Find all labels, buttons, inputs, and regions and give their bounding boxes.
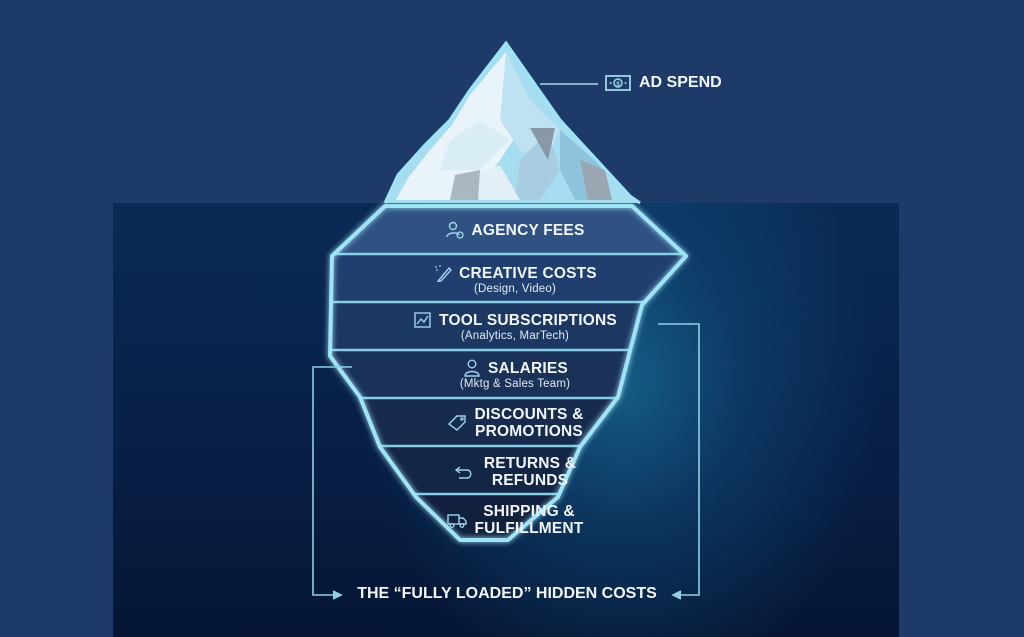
svg-text:$: $: [616, 82, 620, 88]
iceberg-body-outline: [328, 204, 688, 542]
layer-title: TOOL SUBSCRIPTIONS: [439, 311, 617, 329]
ad-spend-label: AD SPEND: [639, 74, 722, 91]
layer-agency-fees: AGENCY FEES: [390, 221, 640, 239]
layer-title: CREATIVE COSTS: [459, 264, 597, 282]
magic-pencil-icon: [433, 264, 453, 283]
layer-title-line2: FULFILLMENT: [474, 520, 584, 537]
layer-title-line2: REFUNDS: [491, 472, 569, 489]
iceberg-tip: [383, 40, 641, 205]
layer-title: DISCOUNTS &: [474, 406, 584, 423]
user-icon: [462, 359, 482, 377]
layer-title: SHIPPING &: [483, 503, 575, 520]
layer-subtitle: (Design, Video): [473, 283, 557, 295]
layer-subtitle: (Analytics, MarTech): [460, 330, 570, 342]
layer-discounts-promotions: DISCOUNTS & PROMOTIONS: [395, 406, 635, 440]
layer-creative-costs: CREATIVE COSTS (Design, Video): [390, 264, 640, 296]
chart-trend-icon: [413, 311, 433, 329]
money-bill-icon: $: [605, 74, 631, 92]
return-arrow-icon: [454, 463, 474, 481]
layer-tool-subscriptions: TOOL SUBSCRIPTIONS (Analytics, MarTech): [380, 311, 650, 343]
layer-title-line2: PROMOTIONS: [475, 423, 583, 440]
ad-spend-callout: $ AD SPEND: [605, 74, 722, 92]
layer-shipping-fulfillment: SHIPPING & FULFILLMENT: [400, 503, 630, 537]
hidden-costs-bracket: [312, 323, 700, 600]
user-gear-icon: [445, 221, 465, 239]
truck-icon: [446, 511, 467, 529]
hidden-costs-caption: THE “FULLY LOADED” HIDDEN COSTS: [357, 585, 657, 602]
tag-icon: [447, 414, 467, 432]
layer-subtitle: (Mktg & Sales Team): [459, 378, 571, 390]
layer-title: RETURNS &: [483, 455, 577, 472]
layer-salaries: SALARIES (Mktg & Sales Team): [390, 359, 640, 391]
layer-title: SALARIES: [488, 359, 568, 377]
layer-title: AGENCY FEES: [471, 221, 585, 239]
layer-returns-refunds: RETURNS & REFUNDS: [405, 455, 625, 489]
